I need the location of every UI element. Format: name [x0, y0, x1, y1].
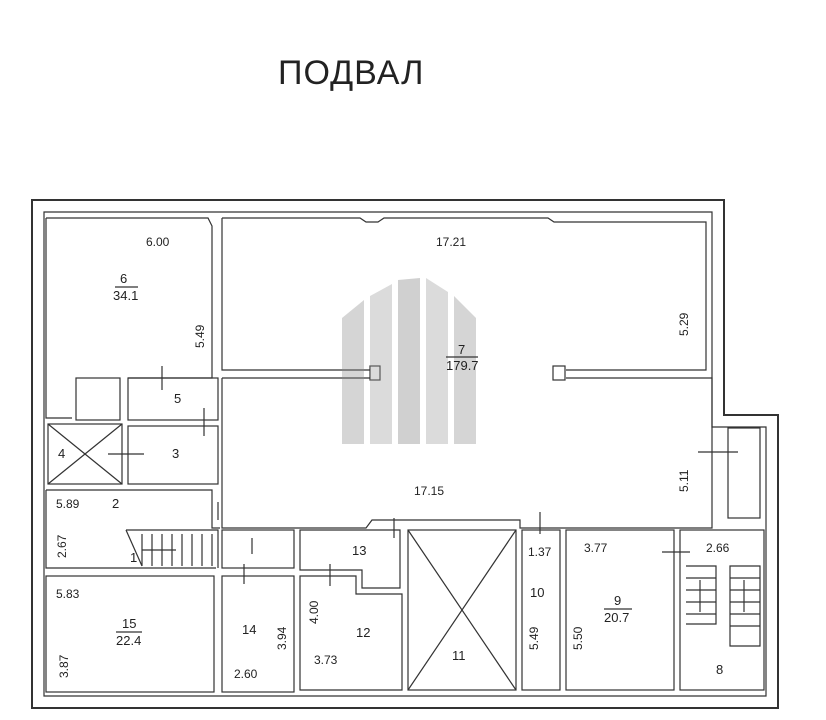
dim-3-87: 3.87	[57, 654, 71, 678]
room-9-walls	[565, 529, 690, 691]
dim-2-67: 2.67	[55, 534, 69, 558]
dim-5-83: 5.83	[56, 587, 80, 601]
room-6-number: 6	[120, 271, 127, 286]
room-9-area: 20.7	[604, 610, 629, 625]
dim-5-29: 5.29	[677, 312, 691, 336]
dim-5-49-room6: 5.49	[193, 324, 207, 348]
rooms-3-4-5-walls	[47, 366, 219, 485]
dimension-labels: 6.00 17.21 5.49 5.29 17.15 5.11 5.89 2.6…	[55, 235, 730, 681]
room-2-walls	[45, 489, 220, 569]
dim-1-37: 1.37	[528, 545, 552, 559]
room-7-number: 7	[458, 342, 465, 357]
room-3-number: 3	[172, 446, 179, 461]
room-11-number: 11	[452, 648, 466, 663]
room-7-walls	[221, 217, 713, 529]
rooms-14-15-walls	[45, 529, 295, 693]
watermark-logo	[342, 278, 476, 444]
outer-walls	[31, 199, 779, 709]
room-1-number: 1	[130, 550, 137, 565]
dim-4-00: 4.00	[307, 600, 321, 624]
room-13-number: 13	[352, 543, 366, 558]
dim-5-11: 5.11	[677, 469, 691, 492]
room-10-number: 10	[530, 585, 544, 600]
dim-3-77: 3.77	[584, 541, 608, 555]
room-14-number: 14	[242, 622, 256, 637]
dim-5-49-room10: 5.49	[527, 626, 541, 650]
room-4-number: 4	[58, 446, 65, 461]
dim-5-50: 5.50	[571, 626, 585, 650]
dim-3-73: 3.73	[314, 653, 338, 667]
room-9-number: 9	[614, 593, 621, 608]
room-6-walls	[45, 217, 213, 419]
room-labels: 6 34.1 7 179.7 5 4 3 2 1 15 22.4 14 13 1…	[58, 271, 723, 677]
plan-title: ПОДВАЛ	[278, 54, 424, 92]
dim-17-21: 17.21	[436, 235, 466, 249]
rooms-12-13-walls	[299, 518, 403, 691]
room-10-walls	[521, 512, 561, 691]
room-5-number: 5	[174, 391, 181, 406]
dim-3-94: 3.94	[275, 626, 289, 650]
room-15-number: 15	[122, 616, 136, 631]
dim-2-66: 2.66	[706, 541, 730, 555]
room-7-area: 179.7	[446, 358, 479, 373]
room-8-number: 8	[716, 662, 723, 677]
room-12-number: 12	[356, 625, 370, 640]
room-2-number: 2	[112, 496, 119, 511]
dim-5-89: 5.89	[56, 497, 80, 511]
dim-6-00: 6.00	[146, 235, 170, 249]
room-6-area: 34.1	[113, 288, 138, 303]
room-8-walls	[679, 427, 765, 691]
room-15-area: 22.4	[116, 633, 141, 648]
room-11-walls	[407, 529, 517, 691]
dim-2-60: 2.60	[234, 667, 258, 681]
dim-17-15: 17.15	[414, 484, 444, 498]
